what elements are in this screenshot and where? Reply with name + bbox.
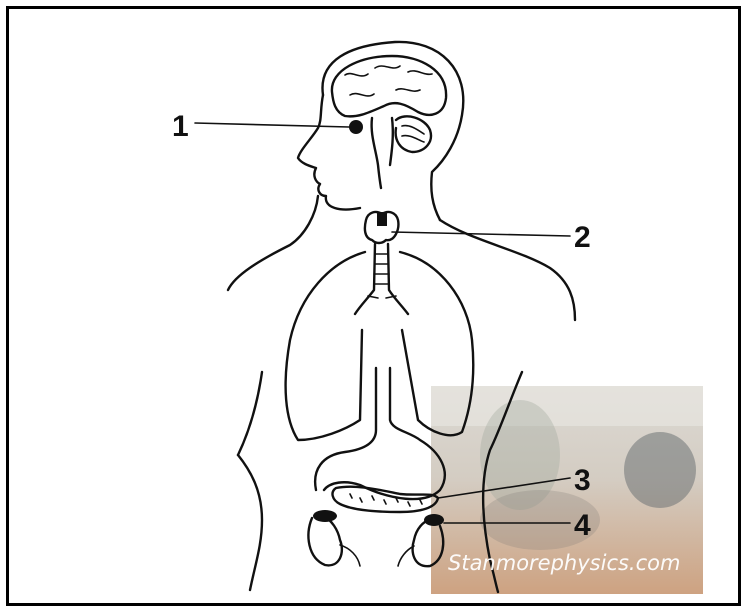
watermark-text: Stanmorephysics.com — [448, 551, 680, 575]
label-3: 3 — [574, 464, 591, 497]
leader-line-2 — [392, 232, 570, 236]
label-1: 1 — [172, 110, 189, 143]
label-4: 4 — [574, 509, 591, 542]
leader-line-1 — [195, 123, 349, 127]
label-2: 2 — [574, 221, 591, 254]
